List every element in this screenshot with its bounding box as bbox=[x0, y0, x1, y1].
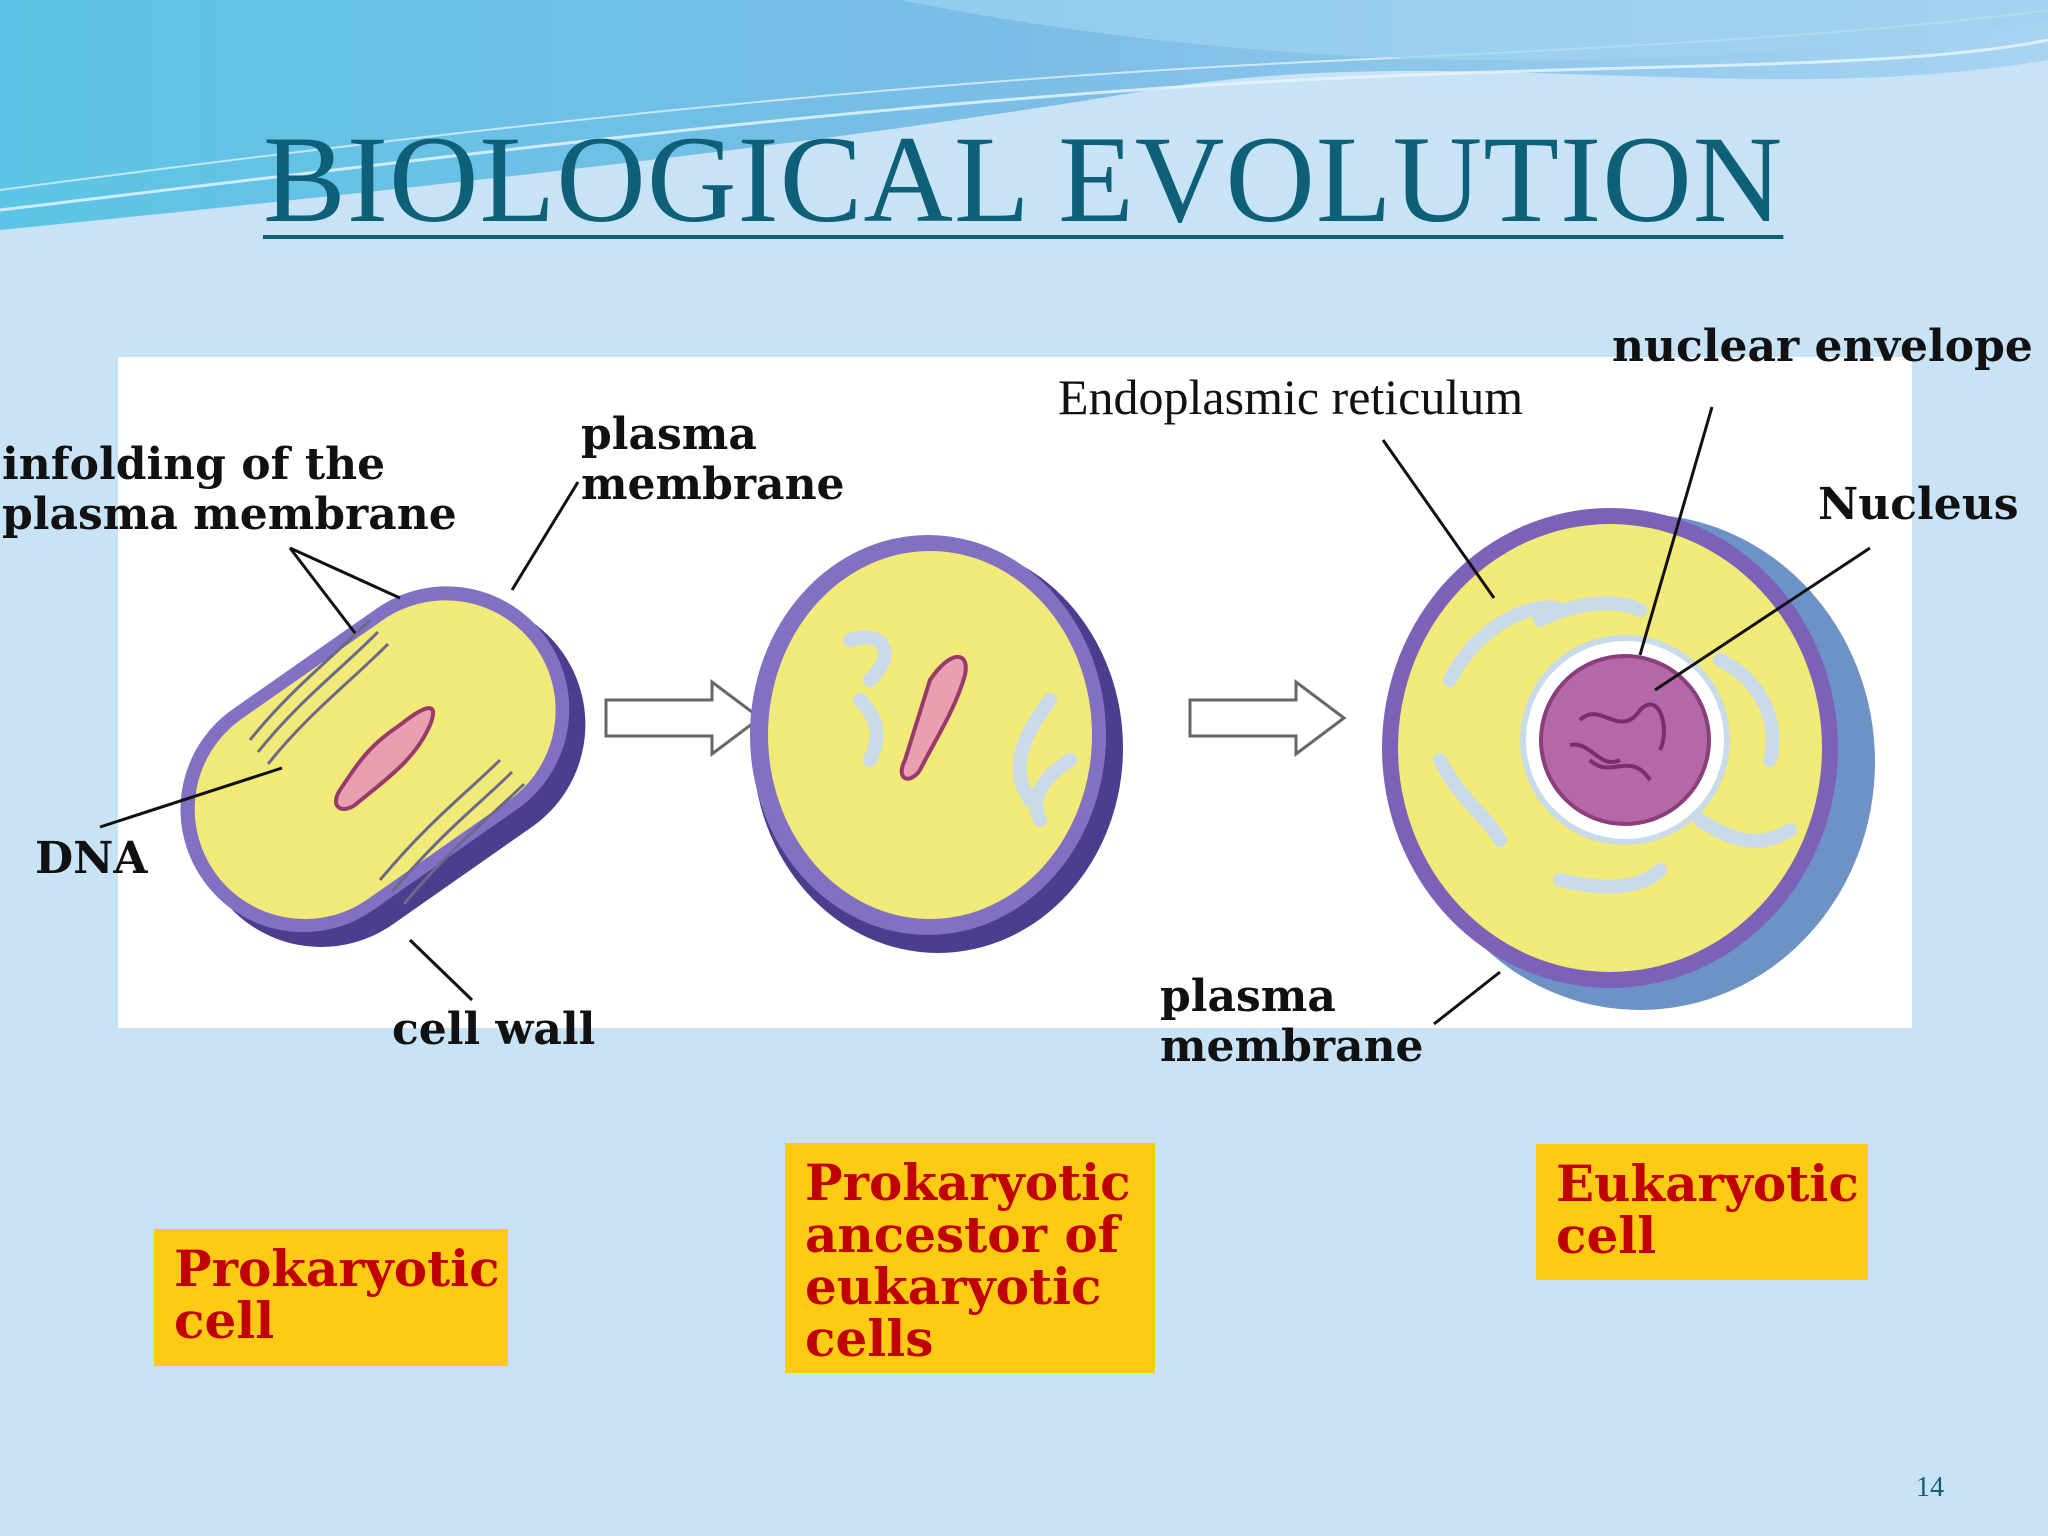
label-infolding: infolding of the plasma membrane bbox=[2, 439, 457, 540]
eukaryotic-cell-drawing bbox=[1382, 508, 1875, 1010]
label-nuclear-envelope: nuclear envelope bbox=[1612, 321, 2033, 372]
header-wave-decoration bbox=[0, 0, 2048, 230]
prokaryotic-cell-drawing bbox=[180, 586, 586, 947]
page-number: 14 bbox=[1916, 1472, 1944, 1503]
caption-prokaryotic-ancestor: Prokaryotic ancestor of eukaryotic cells bbox=[785, 1143, 1155, 1373]
arrow-right-1 bbox=[604, 679, 763, 757]
label-cell-wall: cell wall bbox=[392, 1004, 596, 1055]
leader-lines bbox=[99, 406, 1871, 1026]
slide-title: BIOLOGICAL EVOLUTION bbox=[263, 111, 1784, 248]
caption-eukaryotic-cell: Eukaryotic cell bbox=[1536, 1144, 1868, 1280]
label-dna: DNA bbox=[35, 833, 148, 884]
label-nucleus: Nucleus bbox=[1818, 479, 2019, 530]
label-plasma-membrane-bottom: plasma membrane bbox=[1160, 971, 1424, 1072]
arrow-right-2 bbox=[1188, 679, 1347, 757]
ancestor-cell-drawing bbox=[750, 535, 1123, 953]
label-plasma-membrane-top: plasma membrane bbox=[581, 409, 845, 510]
caption-prokaryotic-cell: Prokaryotic cell bbox=[154, 1229, 508, 1366]
dna-strand bbox=[334, 706, 436, 811]
label-endoplasmic-reticulum: Endoplasmic reticulum bbox=[1058, 369, 1524, 425]
